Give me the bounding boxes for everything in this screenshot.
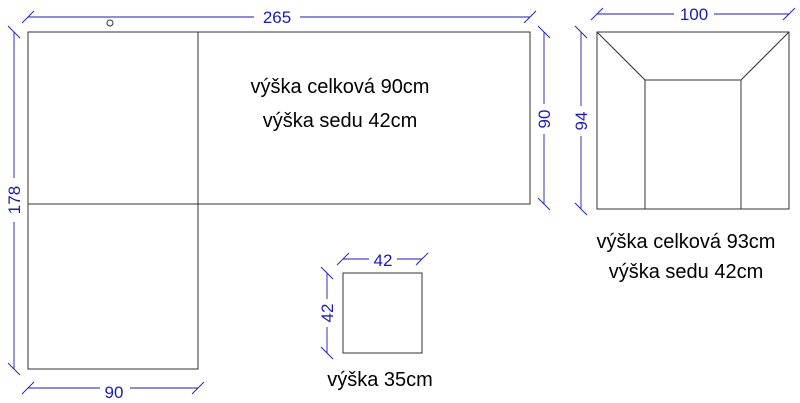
dimension-label-90-bottom: 90 [105,383,124,402]
corner-sofa-marker [106,19,114,27]
stool: 42 42 výška 35cm [317,250,433,391]
armchair-outline [596,31,790,210]
armchair-seat-height: výška sedu 42cm [609,261,764,283]
armchair: 100 94 výška celková 93cm výška sedu 42c… [571,4,796,283]
armchair-height-total: výška celková 93cm [597,231,776,253]
dimension-label-42-left: 42 [318,304,337,323]
stool-outline [342,272,423,354]
dimension-label-178: 178 [5,186,24,214]
corner-sofa-seat-height: výška sedu 42cm [263,110,418,132]
dimension-label-90-right: 90 [535,110,554,129]
dimension-left-94: 94 [571,25,591,216]
dimension-label-265: 265 [263,8,291,27]
dimension-stool-left-42: 42 [317,266,337,360]
dimension-left-178: 178 [4,25,24,376]
dimension-bottom-90: 90 [21,380,205,402]
dimension-top-265: 265 [21,6,537,27]
dimension-top-100: 100 [590,4,796,24]
dimension-right-90: 90 [534,25,554,211]
stool-height: výška 35cm [327,369,433,391]
armchair-left-diagonal [596,31,646,81]
armchair-right-diagonal [740,31,790,81]
dimension-stool-top-42: 42 [336,250,429,270]
dimension-label-94: 94 [572,112,591,131]
corner-sofa-height-total: výška celková 90cm [251,76,430,98]
dimension-label-100: 100 [680,5,708,24]
dimension-label-42-top: 42 [374,251,393,270]
corner-sofa: 265 178 90 90 výška celková 90cm výš [4,6,554,402]
